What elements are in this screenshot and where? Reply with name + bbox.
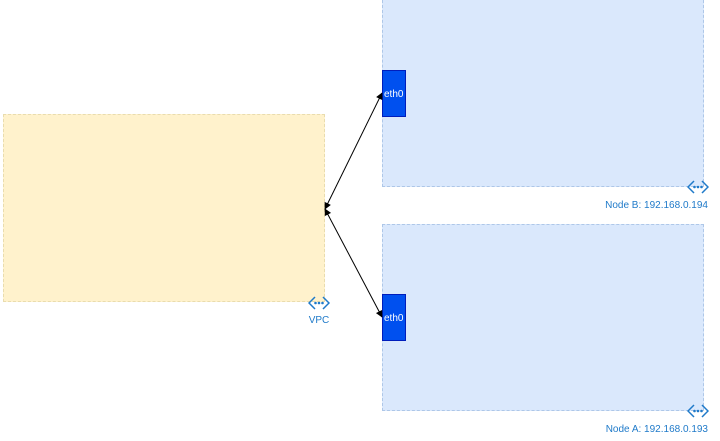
link-vpc-node-a[interactable] bbox=[324, 208, 383, 318]
vpc-network-icon bbox=[308, 296, 330, 310]
vpc-container[interactable] bbox=[3, 114, 325, 302]
vpc-network-icon bbox=[687, 180, 709, 194]
node-b-label: Node B: 192.168.0.194 bbox=[605, 200, 708, 211]
link-vpc-node-b[interactable] bbox=[324, 92, 383, 210]
node-b-eth0-interface[interactable]: eth0 bbox=[382, 70, 406, 117]
vpc-network-icon bbox=[687, 404, 709, 418]
vpc-label: VPC bbox=[308, 315, 330, 326]
node-a-label: Node A: 192.168.0.193 bbox=[605, 424, 708, 435]
node-a-eth0-interface[interactable]: eth0 bbox=[382, 294, 406, 341]
node-b-container[interactable] bbox=[382, 0, 704, 187]
